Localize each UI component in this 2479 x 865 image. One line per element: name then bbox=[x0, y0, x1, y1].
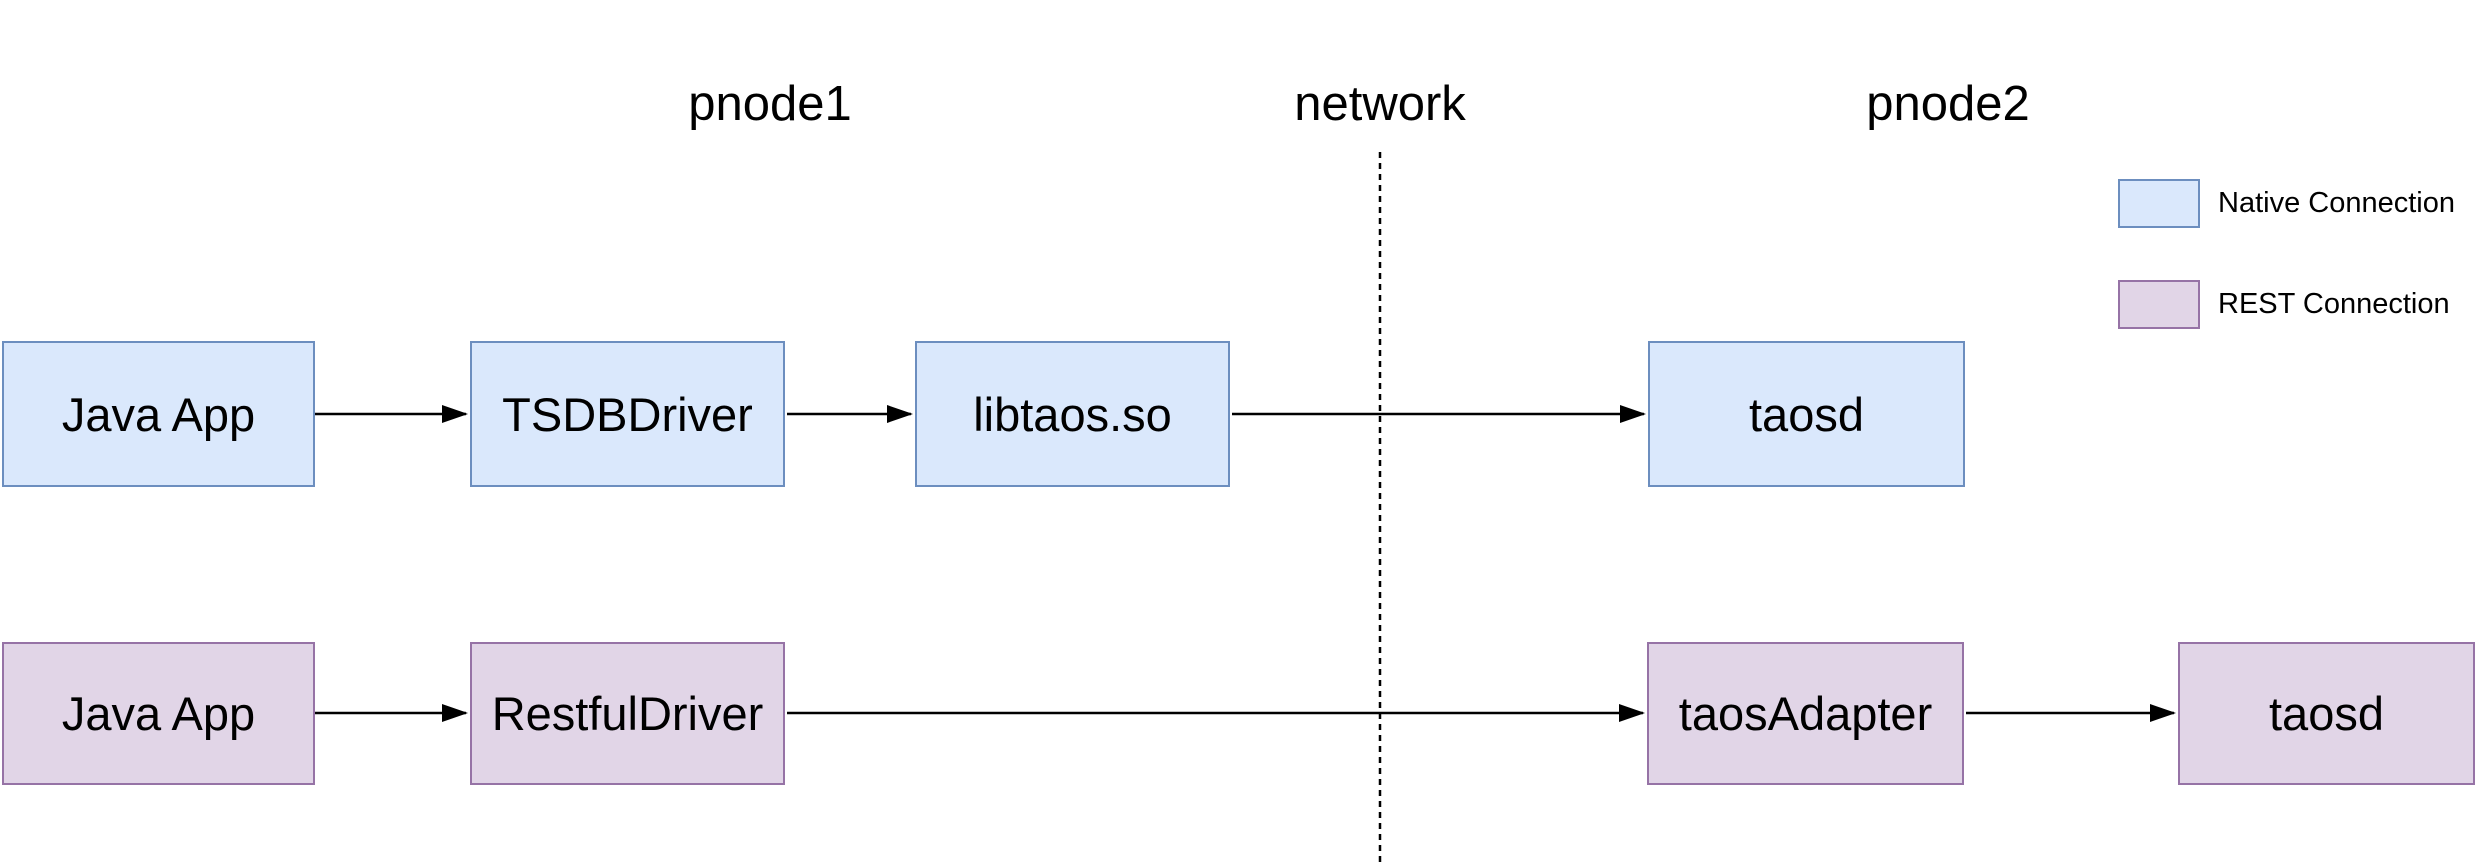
zone-title-pnode2: pnode2 bbox=[1866, 77, 2030, 131]
legend-label-rest: REST Connection bbox=[2218, 288, 2450, 320]
node-native-taosd: taosd bbox=[1648, 341, 1965, 487]
node-label: taosAdapter bbox=[1678, 687, 1933, 740]
node-rest-taosadapter: taosAdapter bbox=[1647, 642, 1964, 785]
node-label: taosd bbox=[2269, 687, 2384, 740]
node-label: Java App bbox=[61, 387, 256, 441]
legend-swatch-rest bbox=[2118, 280, 2200, 329]
legend-swatch-native bbox=[2118, 179, 2200, 228]
node-label: RestfulDriver bbox=[491, 687, 764, 740]
zone-title-network: network bbox=[1294, 77, 1466, 131]
node-native-libtaos: libtaos.so bbox=[915, 341, 1230, 487]
node-label: TSDBDriver bbox=[502, 387, 753, 441]
node-native-tsdbdriver: TSDBDriver bbox=[470, 341, 785, 487]
legend-item-native: Native Connection bbox=[2118, 179, 2455, 228]
node-native-java-app: Java App bbox=[2, 341, 315, 487]
node-label: taosd bbox=[1749, 387, 1864, 441]
node-rest-restfuldriver: RestfulDriver bbox=[470, 642, 785, 785]
node-rest-taosd: taosd bbox=[2178, 642, 2475, 785]
legend-item-rest: REST Connection bbox=[2118, 280, 2450, 329]
node-rest-java-app: Java App bbox=[2, 642, 315, 785]
node-label: Java App bbox=[61, 687, 256, 740]
node-label: libtaos.so bbox=[973, 387, 1172, 441]
zone-title-pnode1: pnode1 bbox=[688, 77, 852, 131]
legend-label-native: Native Connection bbox=[2218, 187, 2455, 219]
